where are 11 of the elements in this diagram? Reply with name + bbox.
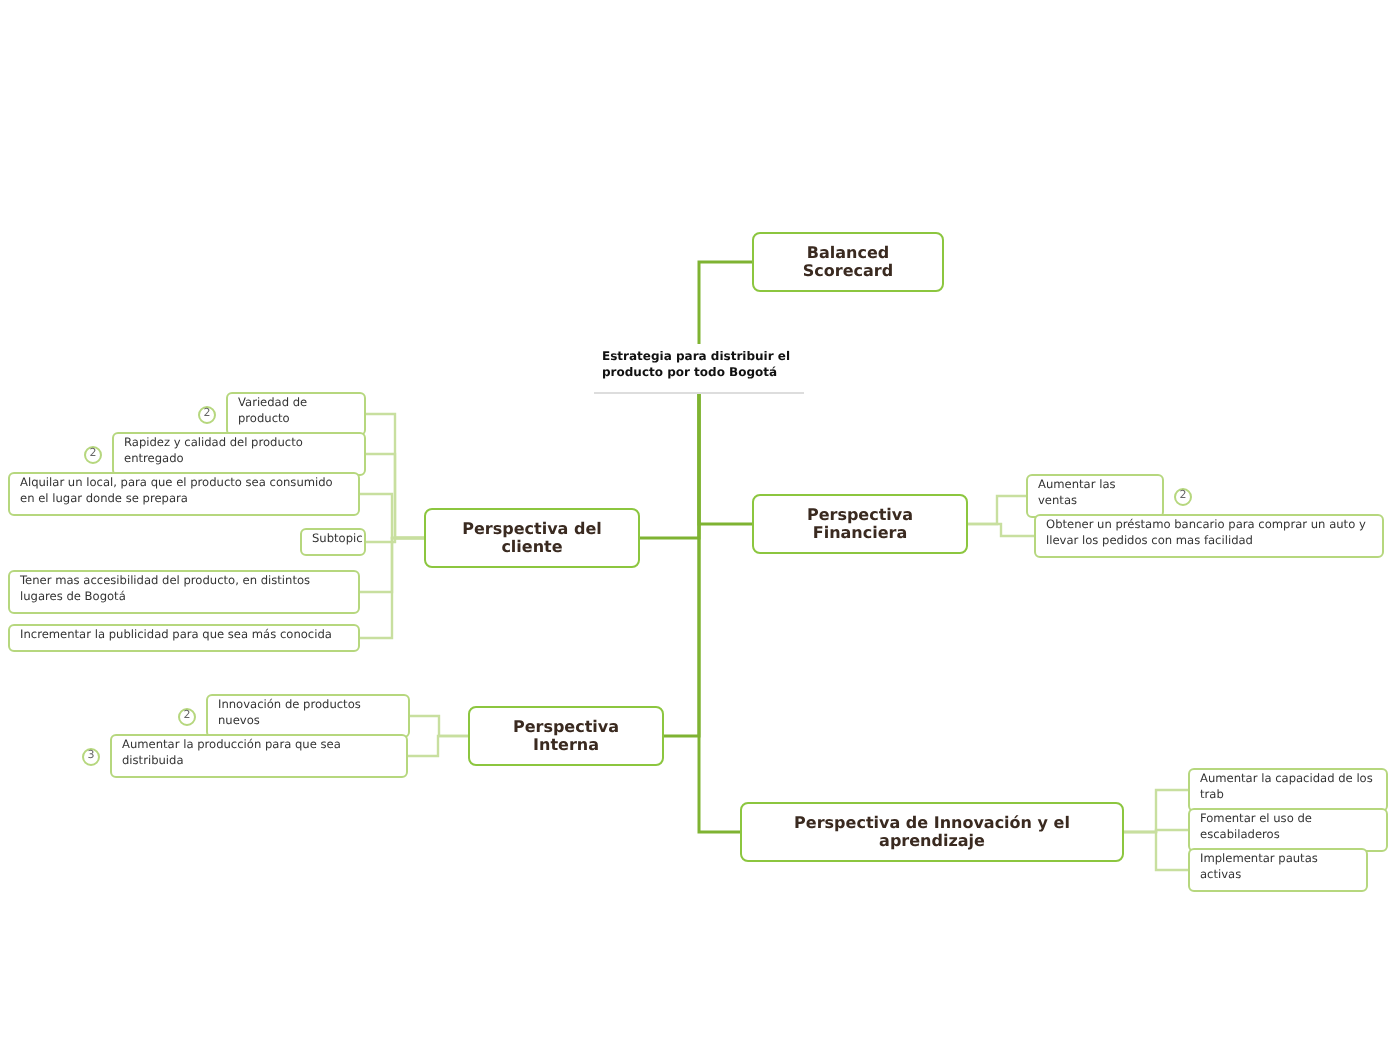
main-topic-box: Perspectiva Financiera <box>752 494 968 554</box>
connector-line <box>1124 830 1188 872</box>
connector-line <box>968 522 1034 538</box>
main-topic-box: Perspectiva de Innovación y el aprendizaje <box>740 802 1124 862</box>
main-topic-box: Perspectiva del cliente <box>424 508 640 568</box>
connector-line <box>408 734 468 758</box>
connector-line <box>360 536 424 640</box>
connector-line <box>697 260 752 344</box>
main-topic-box: Perspectiva Interna <box>468 706 664 766</box>
connector-line <box>697 394 740 834</box>
main-topic-box: Balanced Scorecard <box>752 232 944 292</box>
